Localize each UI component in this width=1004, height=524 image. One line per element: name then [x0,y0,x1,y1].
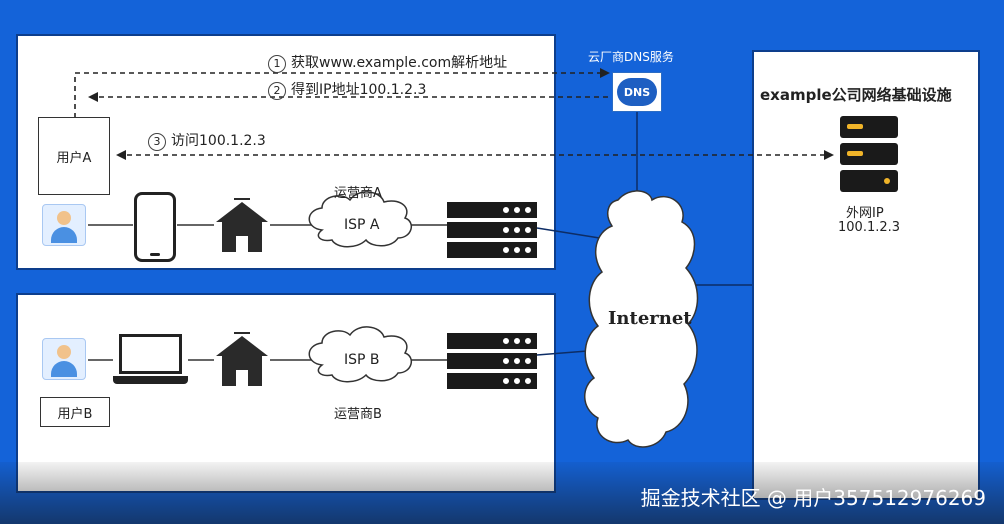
isp-b-caption: 运营商B [334,407,382,422]
isp-a-caption: 运营商A [334,186,382,201]
isp-b-server-icon [447,333,537,389]
phone-icon [134,192,176,262]
home-icon-b [214,332,270,388]
step3-text: 访问100.1.2.3 [171,133,266,149]
dns-icon: DNS [612,72,662,112]
user-b-network-panel [16,293,556,493]
user-b-label: 用户B [57,406,93,422]
internet-cloud [584,190,699,448]
isp-a-cloud [308,191,413,248]
step1-label: 1 获取www.example.com解析地址 [268,52,507,73]
home-icon-a [214,198,270,254]
company-server-icon [840,116,898,192]
isp-b-cloud-label: ISP B [344,352,380,368]
step1-request-arrow [74,68,610,118]
dns-service-label: 云厂商DNS服务 [588,50,674,64]
isp-b-cloud [308,326,413,383]
step2-text: 得到IP地址100.1.2.3 [291,82,427,98]
user-a-box: 用户A [38,117,110,195]
user-b-box: 用户B [40,397,110,427]
step2-number-badge: 2 [268,82,286,100]
step3-label: 3 访问100.1.2.3 [148,130,266,151]
user-a-avatar-icon [42,204,86,246]
isp-a-cloud-label: ISP A [344,217,380,233]
user-b-avatar-icon [42,338,86,380]
step3-number-badge: 3 [148,133,166,151]
internet-label: Internet [608,308,692,329]
company-ip-label: 外网IP [846,206,884,221]
isp-a-server-icon [447,202,537,258]
company-title: example公司网络基础设施 [760,86,952,104]
step1-number-badge: 1 [268,55,286,73]
laptop-icon [113,334,188,386]
user-a-label: 用户A [56,150,92,166]
watermark-text: 掘金技术社区 @ 用户357512976269 [640,486,986,510]
step1-text: 获取www.example.com解析地址 [291,55,508,71]
step2-label: 2 得到IP地址100.1.2.3 [268,79,426,100]
watermark-band [0,462,1004,524]
dns-icon-text: DNS [623,85,651,99]
company-ip-value: 100.1.2.3 [838,220,901,235]
